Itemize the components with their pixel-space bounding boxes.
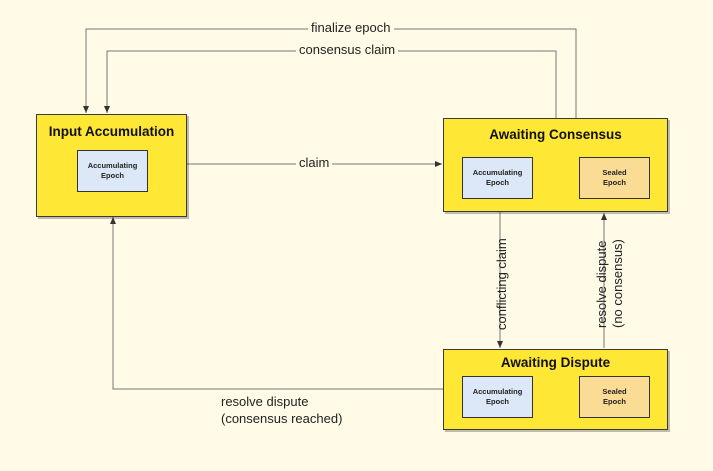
label-resolve-reached-line1: resolve dispute — [221, 394, 309, 409]
state-title: Awaiting Dispute — [500, 355, 611, 370]
label-resolve-no-consensus-line1: resolve dispute — [594, 240, 609, 328]
label-resolve-consensus-reached: resolve dispute (consensus reached) — [221, 393, 342, 427]
sealed-epoch-box: Sealed Epoch — [579, 376, 650, 418]
label-resolve-reached-line2: (consensus reached) — [221, 411, 343, 426]
label-consensus-claim: consensus claim — [296, 42, 399, 57]
label-claim: claim — [296, 155, 333, 170]
state-input-accumulation: Input Accumulation Accumulating Epoch — [36, 114, 187, 217]
label-finalize-epoch: finalize epoch — [308, 20, 394, 35]
state-title: Input Accumulation — [48, 124, 175, 139]
state-title: Awaiting Consensus — [489, 127, 622, 142]
accumulating-epoch-box: Accumulating Epoch — [462, 376, 533, 418]
accumulating-epoch-box: Accumulating Epoch — [462, 157, 533, 199]
state-awaiting-consensus: Awaiting Consensus Accumulating Epoch Se… — [443, 118, 668, 212]
edge-resolve-consensus-reached — [110, 217, 443, 390]
label-resolve-no-consensus: resolve dispute (no consensus) — [594, 239, 626, 328]
label-conflicting-claim: conflicting claim — [494, 238, 509, 330]
label-resolve-no-consensus-line2: (no consensus) — [610, 239, 625, 328]
state-awaiting-dispute: Awaiting Dispute Accumulating Epoch Seal… — [443, 349, 668, 430]
sealed-epoch-box: Sealed Epoch — [579, 157, 650, 199]
edge-consensus-claim — [104, 50, 557, 118]
accumulating-epoch-box: Accumulating Epoch — [77, 150, 148, 192]
